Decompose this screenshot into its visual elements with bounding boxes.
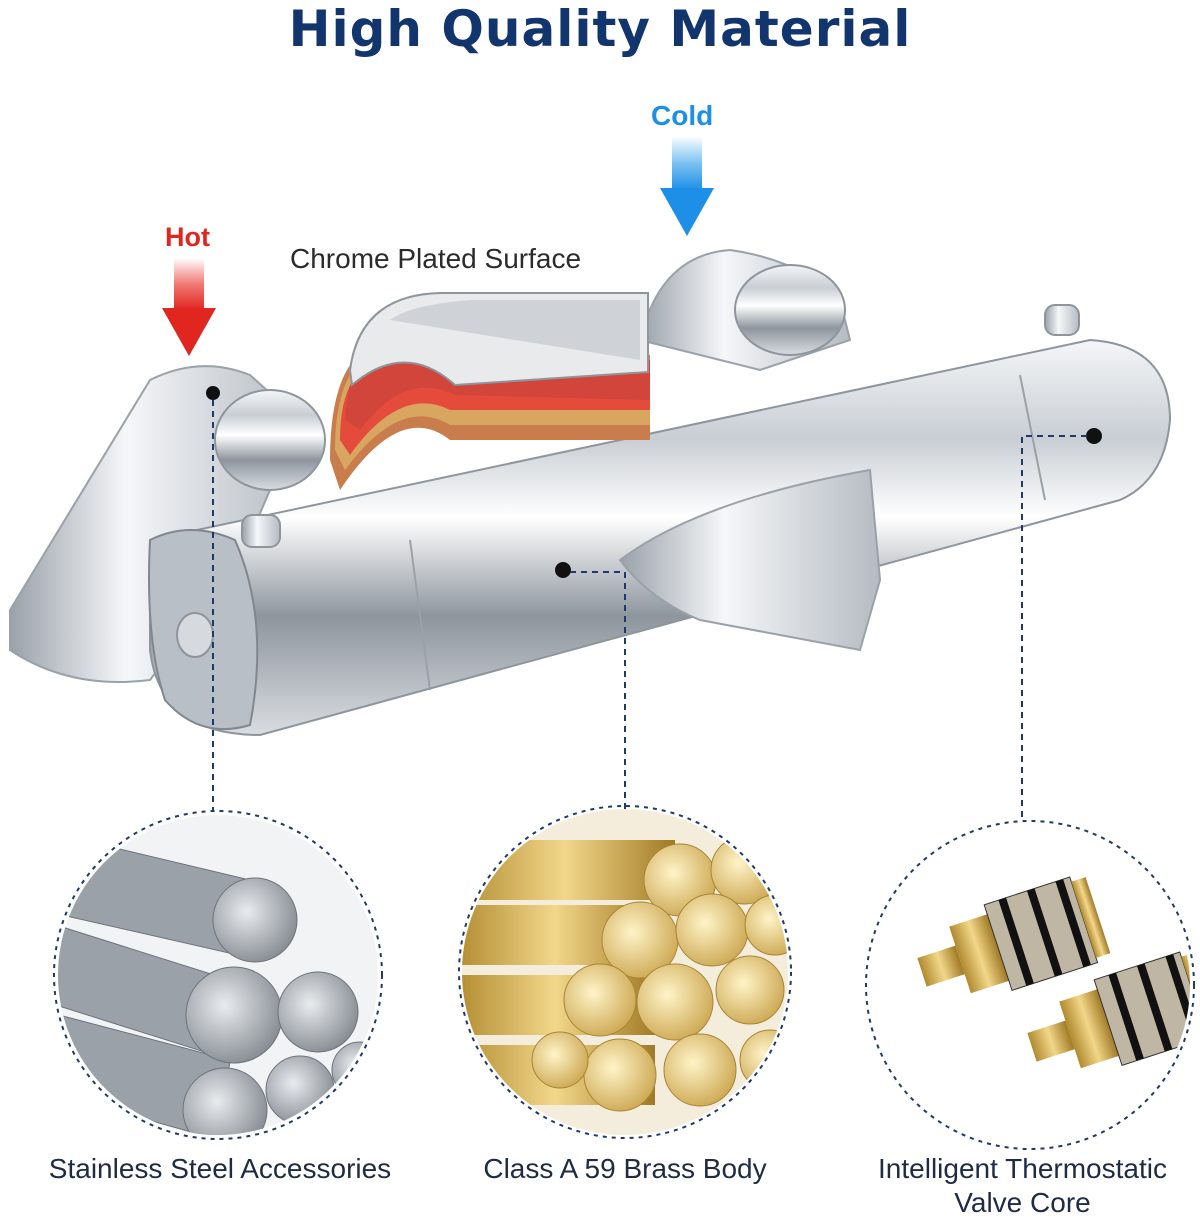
page-title: High Quality Material	[288, 0, 912, 58]
steel-caption: Stainless Steel Accessories	[48, 1153, 392, 1184]
brass-caption: Class A 59 Brass Body	[483, 1153, 767, 1184]
brass-rods-image	[462, 809, 788, 1135]
brass-circle-frame	[458, 805, 792, 1139]
valve-circle-frame	[865, 820, 1195, 1150]
leader-lines	[212, 400, 1087, 822]
valve-caption-line1: Intelligent Thermostatic	[878, 1153, 1167, 1184]
hot-label: Hot	[165, 222, 210, 252]
chrome-layers-cutaway	[330, 292, 650, 490]
steel-rods-image	[58, 815, 378, 1135]
cold-arrow-icon	[660, 136, 714, 236]
cold-label: Cold	[651, 100, 714, 131]
steel-circle-frame	[53, 810, 383, 1140]
valve-caption: Intelligent Thermostatic Valve Core	[845, 1152, 1200, 1220]
hot-arrow-icon	[162, 258, 216, 356]
mixer-body	[148, 304, 1172, 737]
valve-caption-line2: Valve Core	[954, 1187, 1091, 1218]
valve-cartridge-image	[870, 825, 1190, 1145]
chrome-surface-label: Chrome Plated Surface	[290, 243, 582, 274]
cold-inlet-elbow	[638, 248, 852, 372]
